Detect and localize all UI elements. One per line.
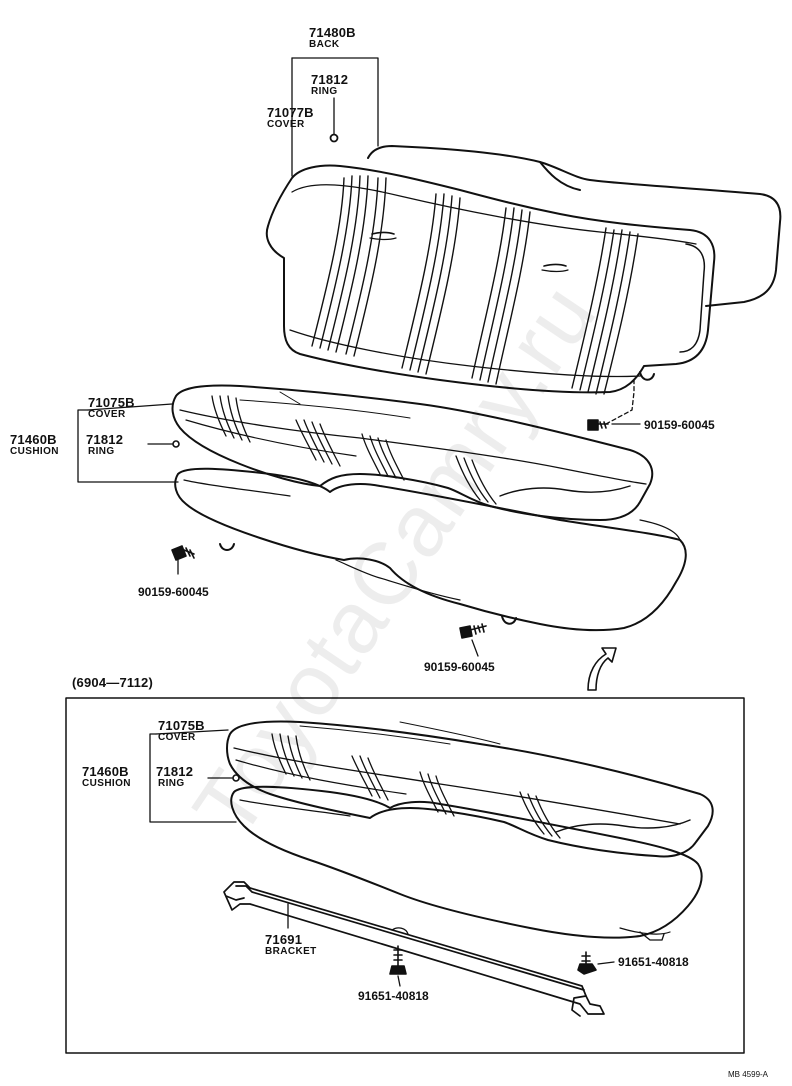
- reference-code: MB 4599-A: [728, 1070, 769, 1079]
- seat-back-drawing: [265, 133, 782, 395]
- upper-bolt-left-part-number: 90159-60045: [138, 585, 209, 599]
- back-part-number: 71480B: [309, 25, 356, 40]
- back-cover-part-number: 71077B: [267, 105, 314, 120]
- back-part-name: BACK: [309, 39, 340, 50]
- back-ring-part-name: RING: [311, 86, 338, 97]
- upper-bolts-drawing: [171, 377, 635, 639]
- inset-cushion-pad-drawing: [230, 785, 703, 939]
- back-cover-part-name: COVER: [267, 119, 305, 130]
- inset-range-label: (6904—7112): [72, 675, 153, 690]
- upper-cover-part-name: COVER: [88, 409, 126, 420]
- inset-frame: [65, 697, 745, 1054]
- upper-cushion-pad-drawing: [174, 467, 687, 632]
- inset-cover-part-name: COVER: [158, 732, 196, 743]
- bracket-part-number: 71691: [265, 932, 303, 947]
- upper-cover-part-number: 71075B: [88, 395, 135, 410]
- upper-cushion-cover-drawing: [171, 384, 654, 521]
- inset-ring-part-number: 71812: [156, 764, 194, 779]
- inset-cushion-part-name: CUSHION: [82, 778, 131, 789]
- leader-lines: [77, 57, 641, 987]
- inset-ring-part-name: RING: [158, 778, 185, 789]
- inset-cushion-part-number: 71460B: [82, 764, 129, 779]
- inset-cover-part-number: 71075B: [158, 718, 205, 733]
- upper-ring-part-number: 71812: [86, 432, 124, 447]
- inset-bolts-drawing: [389, 945, 597, 975]
- inset-bolt-right-part-number: 91651-40818: [618, 955, 689, 969]
- upper-bolt-bottom-part-number: 90159-60045: [424, 660, 495, 674]
- arrow-drawing: [587, 647, 617, 691]
- upper-cushion-part-name: CUSHION: [10, 446, 59, 457]
- inset-cushion-cover-drawing: [226, 720, 714, 858]
- upper-ring-part-name: RING: [88, 446, 115, 457]
- upper-bolt-right-part-number: 90159-60045: [644, 418, 715, 432]
- back-ring-part-number: 71812: [311, 72, 349, 87]
- upper-cushion-part-number: 71460B: [10, 432, 57, 447]
- bracket-drawing: [223, 881, 665, 1017]
- inset-bolt-bottom-part-number: 91651-40818: [358, 989, 429, 1003]
- bracket-part-name: BRACKET: [265, 946, 317, 957]
